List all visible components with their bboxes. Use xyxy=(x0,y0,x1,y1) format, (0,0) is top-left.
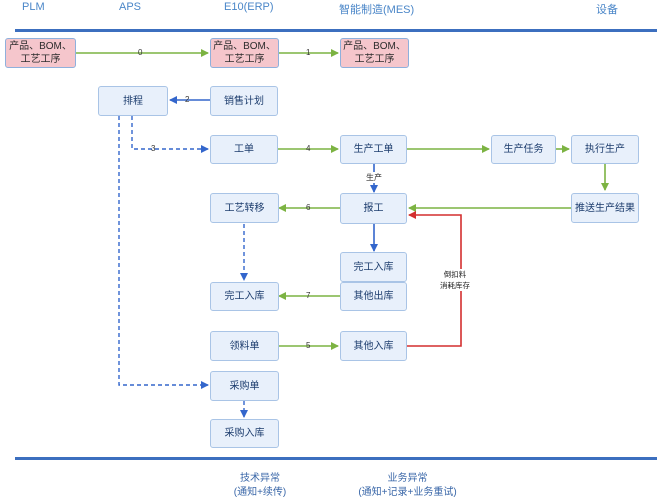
edge-label-3: 3 xyxy=(151,144,156,153)
bottom-divider xyxy=(15,457,657,460)
edge-label-2: 2 xyxy=(185,95,190,104)
sales-plan-node[interactable]: 销售计划 xyxy=(210,86,278,116)
column-aps: APS xyxy=(119,1,142,13)
edge-purchase xyxy=(118,116,209,389)
column-mes: 智能制造(MES) xyxy=(339,4,415,16)
column-equipment: 设备 xyxy=(596,4,618,16)
other-stock-out-node[interactable]: 其他出库 xyxy=(340,282,407,311)
material-requisition-node[interactable]: 领料单 xyxy=(210,331,279,361)
business-exception-note: 业务异常 (通知+记录+业务重试) xyxy=(358,473,457,498)
edge-3 xyxy=(131,116,209,153)
edge-label-4: 4 xyxy=(306,144,311,153)
column-erp: E10(ERP) xyxy=(224,1,274,13)
plm-product-bom-node[interactable]: 产品、BOM、 工艺工序 xyxy=(5,38,76,68)
column-plm: PLM xyxy=(22,1,45,13)
push-production-result-node[interactable]: 推送生产结果 xyxy=(571,193,639,223)
work-report-node[interactable]: 报工 xyxy=(340,193,407,224)
technical-exception-note: 技术异常 (通知+续传) xyxy=(233,473,287,498)
process-transfer-node[interactable]: 工艺转移 xyxy=(210,193,279,223)
edge-label-1: 1 xyxy=(306,48,311,57)
edge-label-0: 0 xyxy=(138,48,143,57)
top-divider xyxy=(15,29,657,32)
edge-label-6: 6 xyxy=(306,203,311,212)
production-work-order-node[interactable]: 生产工单 xyxy=(340,135,407,164)
other-stock-in-node[interactable]: 其他入库 xyxy=(340,331,407,361)
execute-production-node[interactable]: 执行生产 xyxy=(571,135,639,164)
production-task-node[interactable]: 生产任务 xyxy=(491,135,556,164)
purchase-order-node[interactable]: 采购单 xyxy=(210,371,279,401)
edge-label-backflush: 倒扣料 消耗库存 xyxy=(440,269,470,291)
edge-label-5: 5 xyxy=(306,341,311,350)
mes-product-bom-node[interactable]: 产品、BOM、 工艺工序 xyxy=(340,38,409,68)
work-order-node[interactable]: 工单 xyxy=(210,135,278,164)
schedule-node[interactable]: 排程 xyxy=(98,86,168,116)
erp-product-bom-node[interactable]: 产品、BOM、 工艺工序 xyxy=(210,38,279,68)
purchase-stock-in-node[interactable]: 采购入库 xyxy=(210,419,279,448)
erp-finished-stock-in-node[interactable]: 完工入库 xyxy=(210,282,279,311)
mes-finished-stock-in-node[interactable]: 完工入库 xyxy=(340,252,407,282)
edge-label-7: 7 xyxy=(306,291,311,300)
edge-label-production: 生产 xyxy=(366,172,382,183)
